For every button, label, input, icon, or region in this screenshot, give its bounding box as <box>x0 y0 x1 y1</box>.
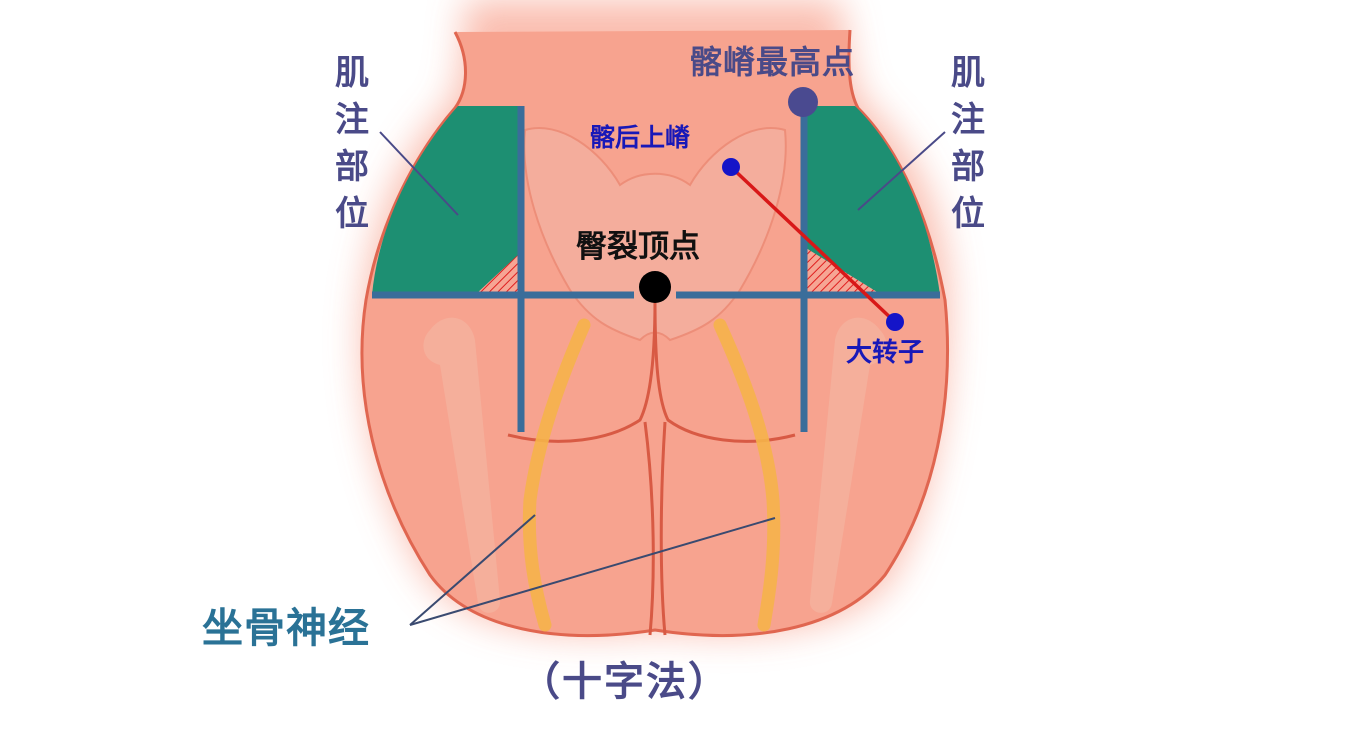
iliac-crest-point <box>788 87 818 117</box>
sciatic-leader-right <box>409 517 776 626</box>
psis-point <box>722 158 740 176</box>
method-caption: （十字法） <box>520 659 730 705</box>
right-injection-leader <box>857 131 946 211</box>
right-sciatic-nerve <box>713 318 781 632</box>
psis-label: 髂后上嵴 <box>590 123 691 152</box>
sciatic-nerve-label: 坐骨神经 <box>202 604 370 652</box>
left-injection-leader <box>379 131 459 216</box>
trochanter-point <box>886 313 904 331</box>
left-hatched-area <box>475 252 521 295</box>
right-injection-zone <box>804 106 940 295</box>
left-injection-label: 肌注部位 <box>335 53 369 234</box>
right-gluteal-fold <box>653 299 796 443</box>
left-femur <box>423 317 501 613</box>
iliac-crest-label: 髂嵴最高点 <box>690 43 856 81</box>
right-injection-label: 肌注部位 <box>951 53 985 234</box>
right-femur <box>809 317 887 613</box>
left-injection-zone <box>372 106 521 295</box>
right-thigh-outline <box>659 421 667 636</box>
sciatic-leader-left <box>409 514 536 626</box>
left-gluteal-fold <box>507 299 657 443</box>
left-thigh-outline <box>643 421 655 636</box>
psis-trochanter-line <box>729 165 897 324</box>
trochanter-label: 大转子 <box>846 338 925 368</box>
gluteal-cleft-point <box>639 271 671 303</box>
gluteal-cleft-label: 臀裂顶点 <box>576 229 700 265</box>
